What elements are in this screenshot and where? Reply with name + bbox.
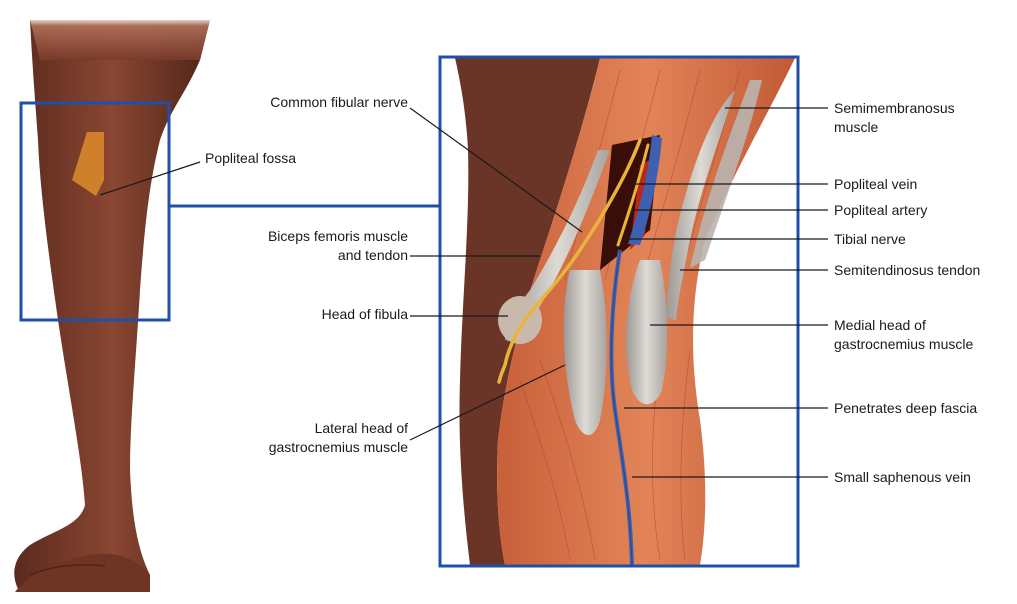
label-small-saphenous-vein: Small saphenous vein bbox=[834, 469, 971, 486]
label-popliteal-fossa: Popliteal fossa bbox=[205, 150, 296, 167]
label-semimembranosus-line2: muscle bbox=[834, 119, 878, 136]
label-popliteal-vein: Popliteal vein bbox=[834, 176, 917, 193]
left-leg-illustration bbox=[14, 20, 210, 592]
label-biceps-femoris-line1: Biceps femoris muscle bbox=[200, 228, 408, 245]
zoomed-knee-illustration bbox=[441, 58, 797, 565]
label-common-fibular-nerve: Common fibular nerve bbox=[200, 94, 408, 111]
label-biceps-femoris-line2: and tendon bbox=[200, 247, 408, 264]
label-semitendinosus-tendon: Semitendinosus tendon bbox=[834, 262, 980, 279]
label-lateral-head-line2: gastrocnemius muscle bbox=[200, 439, 408, 456]
label-semimembranosus-line1: Semimembranosus bbox=[834, 100, 955, 117]
label-head-of-fibula: Head of fibula bbox=[200, 306, 408, 323]
label-penetrates-deep-fascia: Penetrates deep fascia bbox=[834, 400, 977, 417]
label-tibial-nerve: Tibial nerve bbox=[834, 231, 906, 248]
label-medial-head-line2: gastrocnemius muscle bbox=[834, 336, 973, 353]
label-medial-head-line1: Medial head of bbox=[834, 317, 926, 334]
label-popliteal-artery: Popliteal artery bbox=[834, 202, 927, 219]
label-lateral-head-line1: Lateral head of bbox=[200, 420, 408, 437]
